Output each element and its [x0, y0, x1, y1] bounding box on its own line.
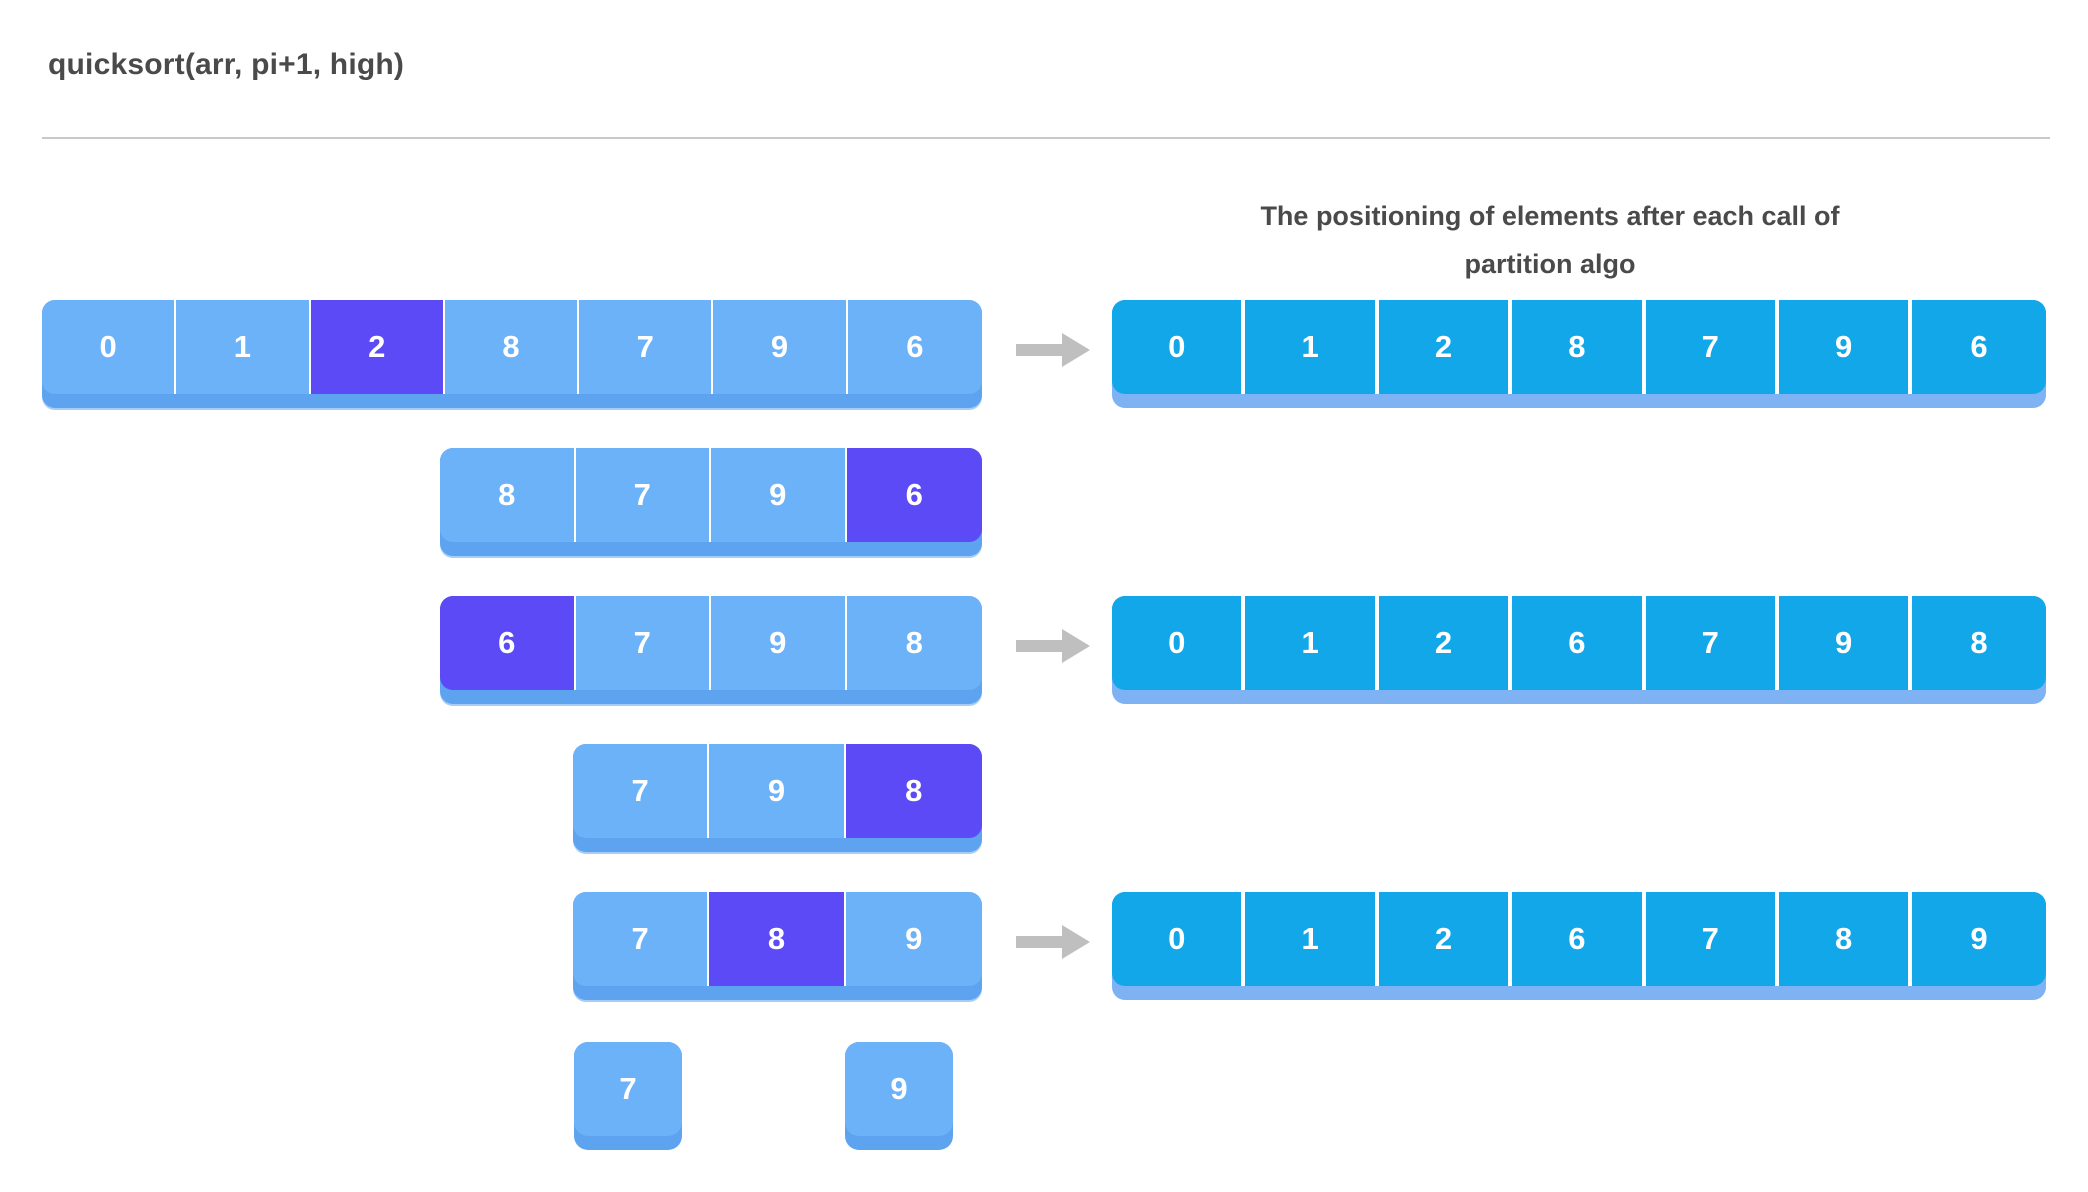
array-cell[interactable]: 1 — [1245, 596, 1379, 690]
array-cell[interactable]: 7 — [573, 892, 710, 986]
array-cell[interactable]: 9 — [713, 300, 848, 394]
array-row-step-3[interactable]: 6 7 9 8 — [440, 596, 982, 704]
array-cell[interactable]: 6 — [1912, 300, 2046, 394]
arrow-right-icon-3 — [1016, 925, 1090, 959]
array-cell-pivot[interactable]: 6 — [846, 448, 982, 542]
array-single-box-step-6[interactable]: 7 — [574, 1042, 682, 1150]
array-cell[interactable]: 6 — [1512, 596, 1646, 690]
array-cell-pivot[interactable]: 2 — [310, 300, 445, 394]
header-divider — [42, 137, 2050, 139]
array-cell[interactable]: 0 — [1112, 596, 1246, 690]
array-cell[interactable]: 2 — [1378, 596, 1513, 690]
array-row-step-2[interactable]: 8 7 9 6 — [440, 448, 982, 556]
array-cell[interactable]: 7 — [1645, 300, 1779, 394]
array-cell[interactable]: 9 — [845, 892, 982, 986]
array-cell[interactable]: 6 — [847, 300, 982, 394]
array-cell[interactable]: 8 — [1778, 892, 1913, 986]
array-cell[interactable]: 7 — [1645, 892, 1779, 986]
array-cell-pivot[interactable]: 8 — [845, 744, 982, 838]
page-title: quicksort(arr, pi+1, high) — [48, 48, 405, 81]
array-cell[interactable]: 7 — [574, 1042, 682, 1136]
array-cell[interactable]: 8 — [1912, 596, 2046, 690]
array-cell[interactable]: 1 — [176, 300, 311, 394]
array-cell[interactable]: 7 — [1645, 596, 1779, 690]
array-cells: 7 8 9 — [573, 892, 982, 986]
right-column-heading-line-2: partition algo — [1464, 249, 1636, 279]
array-cell[interactable]: 8 — [440, 448, 576, 542]
partition-result-array-1[interactable]: 0 1 2 8 7 9 6 — [1112, 300, 2046, 408]
array-cell-pivot[interactable]: 8 — [709, 892, 846, 986]
array-cell[interactable]: 2 — [1378, 300, 1513, 394]
array-cell[interactable]: 6 — [1512, 892, 1646, 986]
array-cell-pivot[interactable]: 6 — [440, 596, 576, 690]
array-cells: 7 9 8 — [573, 744, 982, 838]
array-cell[interactable]: 7 — [579, 300, 714, 394]
array-cells: 0 1 2 6 7 9 8 — [1112, 596, 2046, 690]
array-cells: 6 7 9 8 — [440, 596, 982, 690]
array-row-step-1[interactable]: 0 1 2 8 7 9 6 — [42, 300, 982, 408]
array-row-step-5[interactable]: 7 8 9 — [573, 892, 982, 1000]
array-cell[interactable]: 0 — [1112, 300, 1246, 394]
array-cells: 0 1 2 8 7 9 6 — [42, 300, 982, 394]
array-cell[interactable]: 9 — [1778, 596, 1913, 690]
array-cell[interactable]: 7 — [575, 596, 711, 690]
array-cell[interactable]: 7 — [575, 448, 711, 542]
array-cell[interactable]: 9 — [1912, 892, 2046, 986]
array-cell[interactable]: 9 — [711, 448, 847, 542]
array-cell[interactable]: 8 — [1512, 300, 1646, 394]
array-cells: 0 1 2 6 7 8 9 — [1112, 892, 2046, 986]
array-cell[interactable]: 2 — [1378, 892, 1513, 986]
array-cell[interactable]: 9 — [845, 1042, 953, 1136]
array-cell[interactable]: 9 — [711, 596, 847, 690]
right-column-heading: The positioning of elements after each c… — [1155, 192, 1945, 288]
partition-result-array-2[interactable]: 0 1 2 6 7 9 8 — [1112, 596, 2046, 704]
array-cell[interactable]: 0 — [42, 300, 177, 394]
array-cell[interactable]: 9 — [709, 744, 846, 838]
array-cell[interactable]: 1 — [1245, 300, 1379, 394]
array-cell[interactable]: 1 — [1245, 892, 1379, 986]
array-cells: 0 1 2 8 7 9 6 — [1112, 300, 2046, 394]
array-cells: 8 7 9 6 — [440, 448, 982, 542]
partition-result-array-3[interactable]: 0 1 2 6 7 8 9 — [1112, 892, 2046, 1000]
array-cell[interactable]: 0 — [1112, 892, 1246, 986]
array-cell[interactable]: 9 — [1778, 300, 1913, 394]
array-cell[interactable]: 8 — [444, 300, 580, 394]
array-cell[interactable]: 8 — [846, 596, 982, 690]
array-single-box-step-7[interactable]: 9 — [845, 1042, 953, 1150]
array-cell[interactable]: 7 — [573, 744, 710, 838]
arrow-right-icon-2 — [1016, 629, 1090, 663]
array-row-step-4[interactable]: 7 9 8 — [573, 744, 982, 852]
right-column-heading-line-1: The positioning of elements after each c… — [1260, 201, 1840, 231]
arrow-right-icon-1 — [1016, 333, 1090, 367]
